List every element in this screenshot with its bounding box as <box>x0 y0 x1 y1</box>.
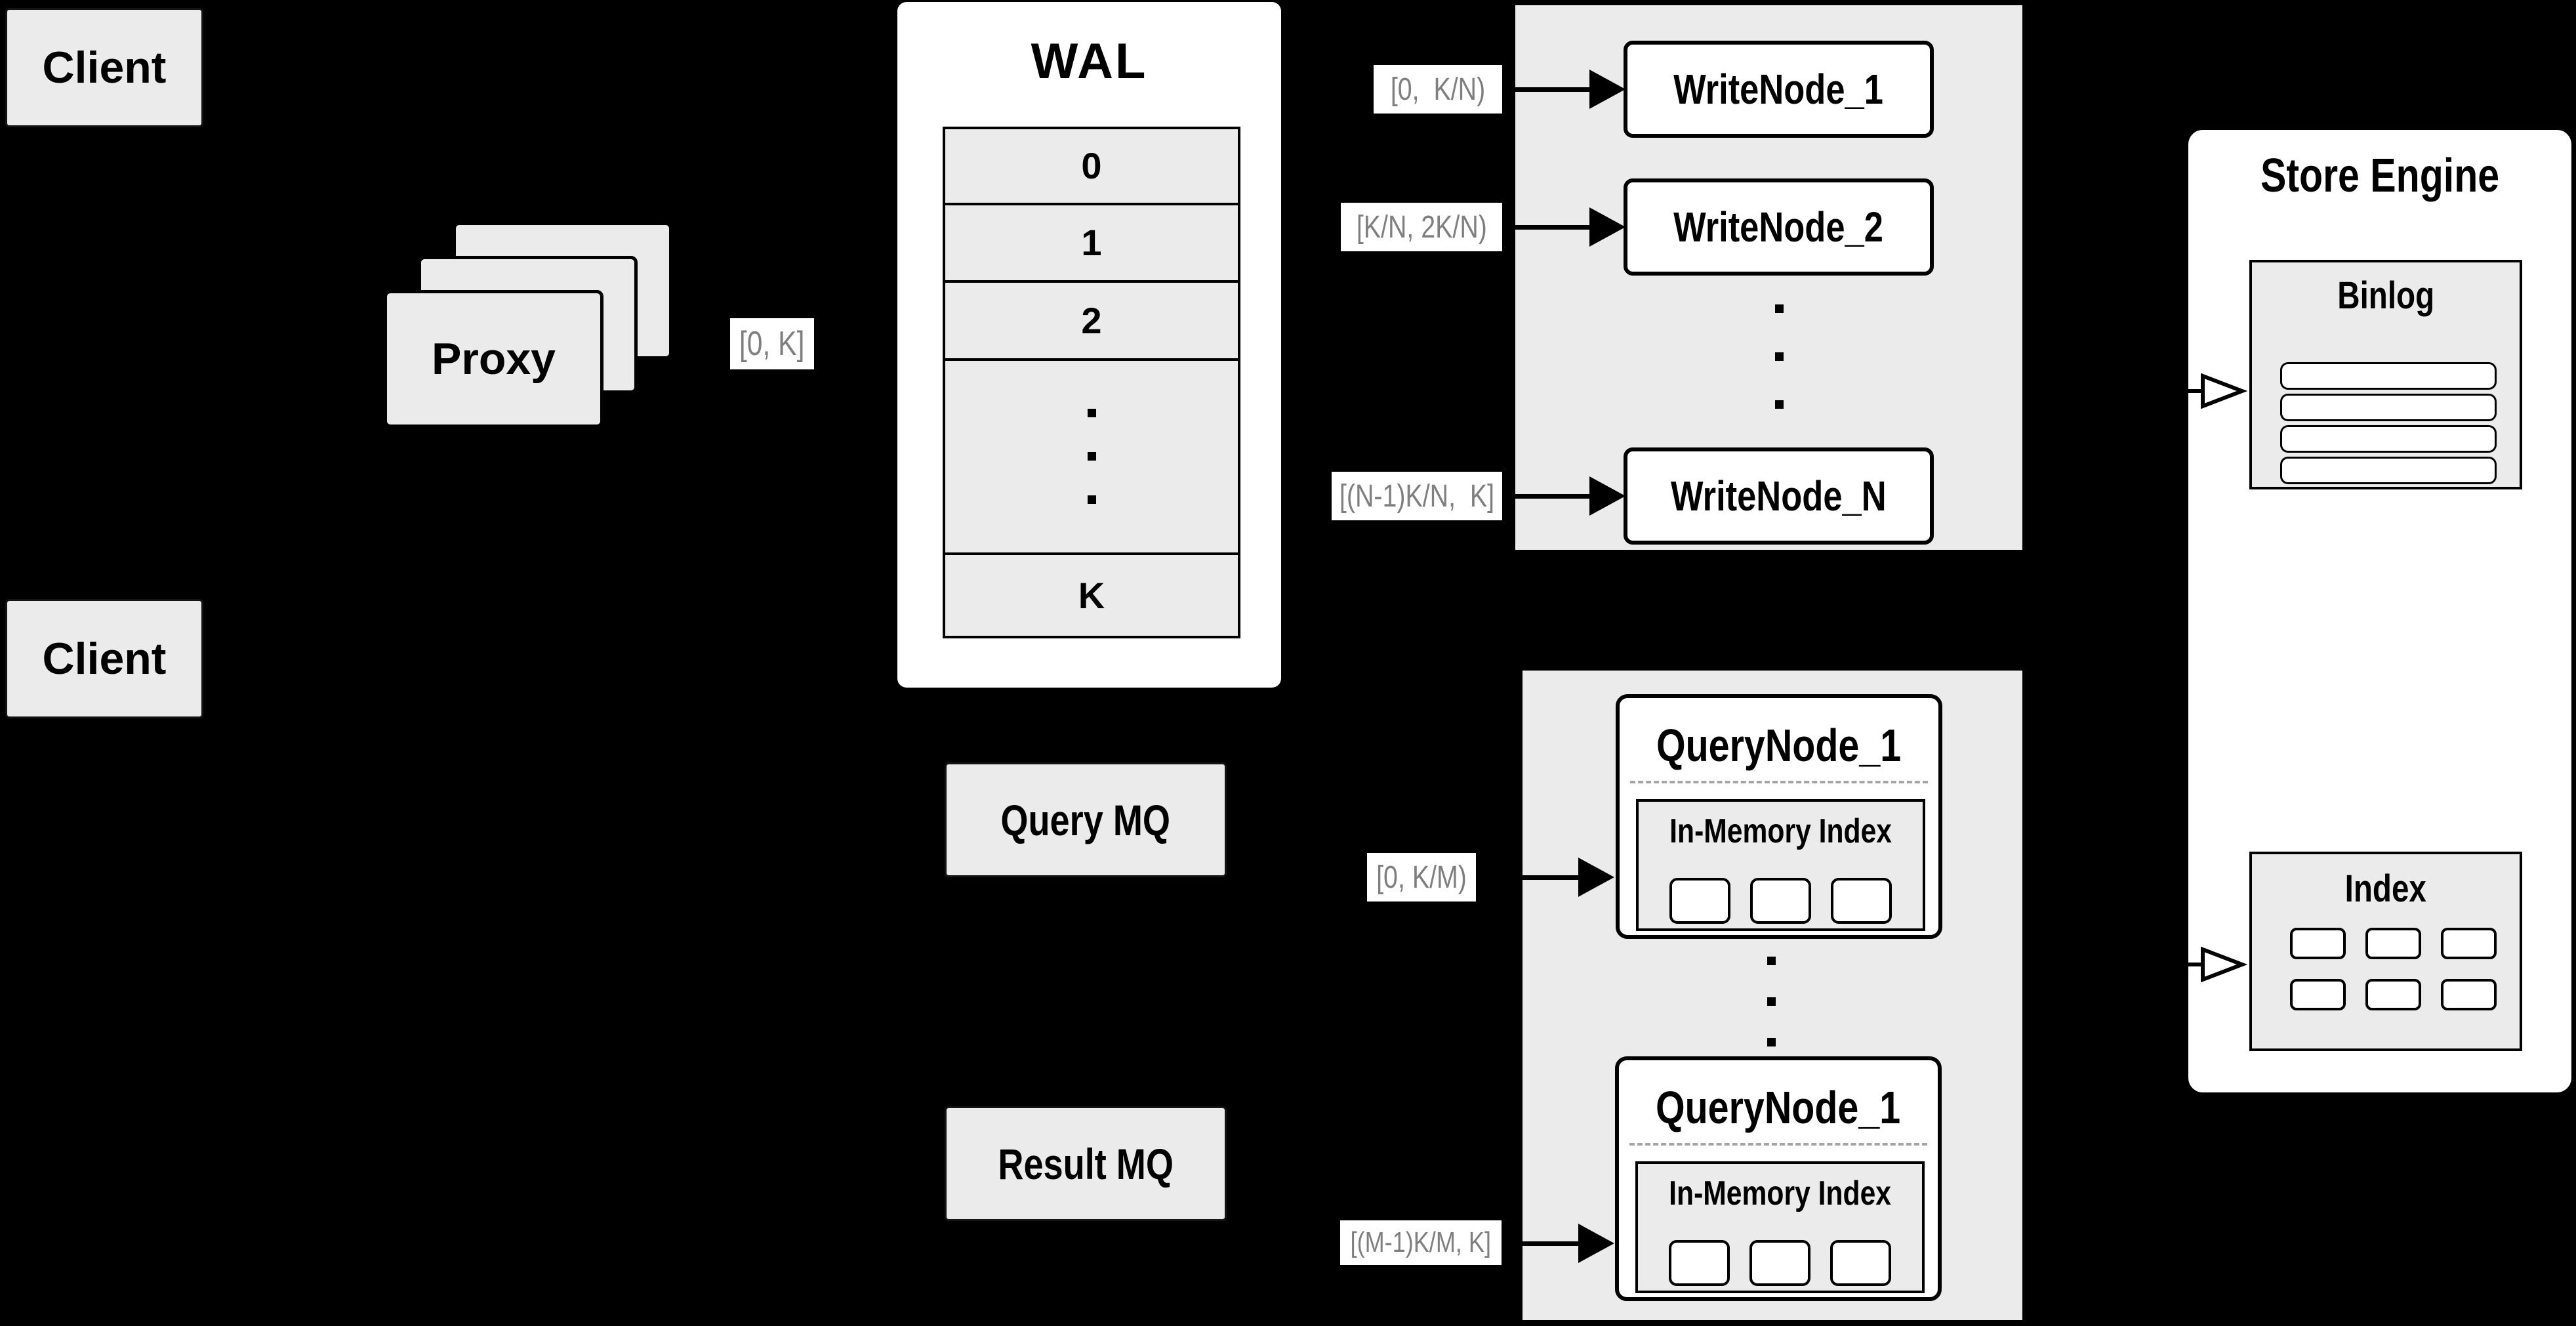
range-label-write-2: [K/N, 2K/N) <box>1341 203 1502 251</box>
open-arrowhead-icon <box>2201 373 2247 409</box>
ellipsis-dot <box>1775 400 1784 409</box>
arrow-to-querynode-2 <box>1503 1224 1614 1263</box>
index-cell <box>2365 979 2421 1010</box>
arrow-to-writenode-2 <box>1503 207 1625 247</box>
arrow-to-index <box>2129 947 2249 982</box>
ellipsis-dot <box>1087 452 1096 461</box>
querynode-dashed-divider <box>1630 781 1928 783</box>
binlog-slat <box>2280 457 2497 484</box>
range-label-query-2: [(M-1)K/M, K] <box>1340 1220 1502 1265</box>
writenode-1-box: WriteNode_1 <box>1624 41 1934 138</box>
wal-table: 0 1 2 K <box>943 127 1240 638</box>
proxy-label: Proxy <box>432 334 556 384</box>
in-memory-index-title: In-Memory Index <box>1669 1174 1891 1212</box>
wal-row-2: 2 <box>945 283 1238 361</box>
memory-segment <box>1830 1240 1891 1286</box>
writenode-2-label: WriteNode_2 <box>1673 203 1884 251</box>
querynode-2-title: QueryNode_1 <box>1656 1082 1901 1133</box>
querynode-1-title: QueryNode_1 <box>1656 720 1902 771</box>
querynode-1-box: QueryNode_1 In-Memory Index <box>1616 694 1942 939</box>
client-box-bottom: Client <box>5 599 203 718</box>
wal-row-1: 1 <box>945 205 1238 283</box>
writenode-n-label: WriteNode_N <box>1671 472 1887 520</box>
wal-row-k: K <box>1078 574 1105 616</box>
wal-row-ellipsis <box>945 361 1238 555</box>
wal-title: WAL <box>1031 33 1148 89</box>
client-bottom-label: Client <box>42 634 167 684</box>
in-memory-index-box: In-Memory Index <box>1635 1161 1925 1293</box>
arrow-to-writenode-1 <box>1503 70 1625 109</box>
index-cell <box>2290 928 2346 959</box>
index-cell <box>2441 979 2497 1010</box>
ellipsis-dot <box>1087 409 1096 418</box>
result-mq-box: Result MQ <box>945 1106 1227 1221</box>
range-label-write-1: [0, K/N) <box>1374 65 1502 114</box>
binlog-slat <box>2280 362 2497 390</box>
index-box: Index <box>2249 852 2522 1051</box>
client-box-top: Client <box>5 8 203 127</box>
arrow-to-binlog <box>2129 373 2249 409</box>
writenode-1-label: WriteNode_1 <box>1673 66 1884 113</box>
in-memory-index-title: In-Memory Index <box>1669 812 1892 850</box>
ellipsis-dot <box>1767 997 1776 1006</box>
memory-segment <box>1831 878 1892 924</box>
ellipsis-dot <box>1767 957 1776 965</box>
result-mq-label: Result MQ <box>998 1139 1174 1188</box>
querynode-dashed-divider <box>1629 1143 1927 1146</box>
range-label-proxy-out: [0, K] <box>730 318 814 369</box>
in-memory-index-box: In-Memory Index <box>1636 799 1925 931</box>
writenode-n-box: WriteNode_N <box>1624 447 1934 545</box>
arrow-to-writenode-n <box>1503 476 1625 516</box>
query-mq-label: Query MQ <box>1000 795 1171 844</box>
index-cell <box>2290 979 2346 1010</box>
client-top-label: Client <box>42 43 167 93</box>
arrow-to-querynode-1 <box>1477 858 1614 897</box>
range-label-query-1: [0, K/M) <box>1367 853 1476 901</box>
range-label-write-n: [(N-1)K/N, K] <box>1332 472 1502 520</box>
index-cell <box>2441 928 2497 959</box>
binlog-box: Binlog <box>2249 260 2522 489</box>
memory-segment <box>1669 878 1730 924</box>
store-engine-title: Store Engine <box>2260 150 2500 202</box>
ellipsis-dot <box>1775 352 1784 361</box>
index-title: Index <box>2344 867 2427 910</box>
binlog-slat <box>2280 425 2497 453</box>
binlog-slat <box>2280 394 2497 421</box>
ellipsis-dot <box>1767 1038 1776 1046</box>
proxy-stack: Proxy <box>384 222 672 432</box>
ellipsis-dot <box>1775 304 1784 313</box>
writenode-2-box: WriteNode_2 <box>1624 178 1934 276</box>
query-mq-box: Query MQ <box>945 762 1227 877</box>
memory-segment <box>1669 1240 1730 1286</box>
ellipsis-dot <box>1087 495 1096 505</box>
binlog-title: Binlog <box>2337 274 2434 317</box>
index-cell <box>2365 928 2421 959</box>
proxy-card-front: Proxy <box>384 290 603 428</box>
open-arrowhead-icon <box>2201 947 2247 982</box>
range-label-proxy-out-text: [0, K] <box>739 325 805 363</box>
memory-segment <box>1750 878 1811 924</box>
memory-segment <box>1749 1240 1810 1286</box>
wal-row-0: 0 <box>945 129 1238 205</box>
querynode-2-box: QueryNode_1 In-Memory Index <box>1615 1056 1942 1301</box>
